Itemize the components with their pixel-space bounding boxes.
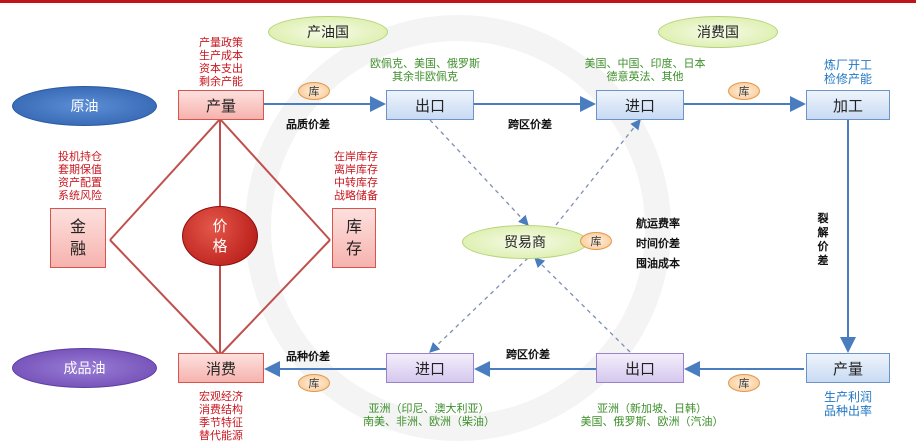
export-regions: 亚洲（新加坡、日韩） 美国、俄罗斯、欧洲（汽油） xyxy=(580,402,724,428)
export-box-top: 出口 xyxy=(386,90,474,120)
ku-tag-4: 库 xyxy=(298,374,330,392)
dashed-trader-to-import xyxy=(555,118,641,226)
dashed-export-bottom-to-trader xyxy=(534,257,631,353)
production-factors: 产量政策 生产成本 资本支出 剩余产能 xyxy=(199,36,243,88)
inventory-factors: 在岸库存 离岸库存 中转库存 战略储备 xyxy=(334,150,378,202)
ku-tag-2: 库 xyxy=(728,82,760,100)
grade-spread-label: 品种价差 xyxy=(286,350,330,363)
production-box-left: 产量 xyxy=(178,90,264,120)
quality-spread-label: 品质价差 xyxy=(286,118,330,131)
consumer-countries: 美国、中国、印度、日本 德意英法、其他 xyxy=(584,57,706,83)
dashed-trader-to-import-bottom xyxy=(429,257,529,353)
consumption-factors: 宏观经济 消费结构 季节特征 替代能源 xyxy=(199,390,243,442)
oil-producers-label: 产油国 xyxy=(268,16,388,48)
trader-costs: 航运费率 时间价差 囤油成本 xyxy=(636,217,680,270)
ku-tag-5: 库 xyxy=(728,374,760,392)
import-box-bottom: 进口 xyxy=(386,353,474,383)
crude-oil-label: 原油 xyxy=(12,86,157,126)
ku-tag-1: 库 xyxy=(298,82,330,100)
finance-box: 金融 xyxy=(50,208,106,268)
consumption-box: 消费 xyxy=(178,353,264,383)
watermark-circle xyxy=(245,15,671,441)
production-box-right: 产量 xyxy=(806,353,890,383)
trader-node: 贸易商 xyxy=(462,225,588,259)
processing-box: 加工 xyxy=(806,90,890,120)
product-profit-notes: 生产利润 品种出率 xyxy=(823,390,872,418)
import-box-top: 进口 xyxy=(596,90,684,120)
product-oil-label: 成品油 xyxy=(12,348,157,388)
producer-countries: 欧佩克、美国、俄罗斯 其余非欧佩克 xyxy=(370,57,480,83)
price-node: 价格 xyxy=(182,206,258,266)
top-accent-bar xyxy=(0,0,916,3)
import-regions: 亚洲（印尼、澳大利亚） 南美、非洲、欧洲（柴油） xyxy=(363,402,495,428)
regional-spread-bottom-label: 跨区价差 xyxy=(506,348,550,361)
consumer-countries-label: 消费国 xyxy=(658,16,778,48)
inventory-box: 库存 xyxy=(332,208,376,268)
ku-tag-3: 库 xyxy=(580,232,612,250)
crack-spread-label: 裂 解 价 差 xyxy=(817,212,829,267)
regional-spread-top-label: 跨区价差 xyxy=(508,118,552,131)
finance-factors: 投机持仓 套期保值 资产配置 系统风险 xyxy=(58,150,102,202)
dashed-export-to-trader xyxy=(429,119,529,226)
refinery-notes: 炼厂开工 检修产能 xyxy=(823,58,872,86)
export-box-bottom: 出口 xyxy=(596,353,684,383)
